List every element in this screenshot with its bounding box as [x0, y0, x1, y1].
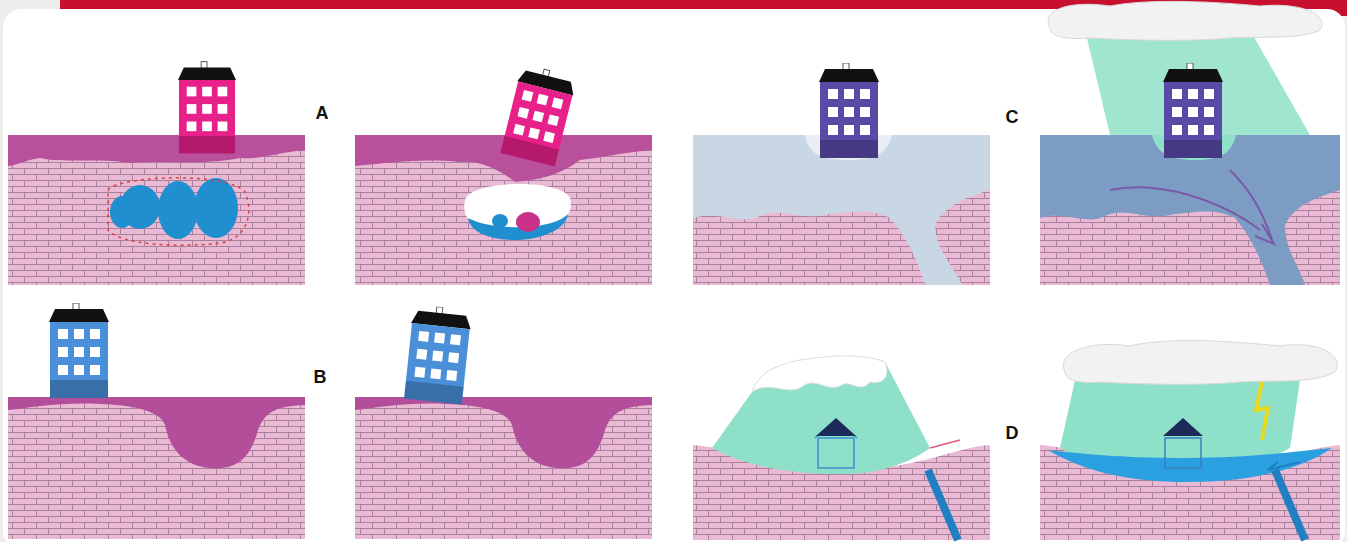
- panel-d-before-path: [928, 470, 958, 540]
- panel-b-after-rect: [355, 397, 652, 539]
- panel-d-after-rect: [1040, 445, 1340, 540]
- panel-b-before-path: [8, 397, 305, 468]
- panel-c-before: [693, 63, 990, 285]
- panel-d-before-path: [816, 418, 856, 436]
- panel-a-after-use: [499, 64, 577, 167]
- panel-b-before-use: [49, 303, 109, 398]
- panel-a-after-ellipse: [516, 212, 540, 232]
- panel-d-before-path: [712, 356, 930, 474]
- panel-b-before-rect: [8, 397, 305, 539]
- panel-d-after: [1040, 341, 1340, 540]
- panel-d-after-g: [1165, 438, 1201, 468]
- frame-rect: [3, 9, 1345, 542]
- panel-letter: C: [1006, 108, 1019, 126]
- panel-d-before: [693, 356, 990, 540]
- panel-a-before-g: [110, 178, 238, 239]
- panel-c-after-path: [1048, 1, 1322, 40]
- panel-d-before-g-rect: [818, 438, 854, 468]
- panel-b-before: [8, 303, 305, 539]
- panel-a-before-g-ellipse: [194, 178, 238, 238]
- panel-c-after-g: [1110, 170, 1274, 244]
- panel-d-after-path: [1275, 470, 1305, 540]
- panel-c-after-use: [1163, 63, 1223, 158]
- panel-c-after: [1040, 1, 1340, 285]
- panel-d-after-path: [1048, 448, 1332, 482]
- panel-b-after-use: [403, 304, 473, 405]
- panel-a-after-ellipse: [492, 214, 508, 228]
- panel-c-after-g-path: [1110, 187, 1260, 230]
- panel-a-before-g-ellipse: [110, 196, 134, 228]
- panel-a-before-g-ellipse: [158, 181, 198, 239]
- panel-d-before-path: [752, 356, 887, 392]
- panel-d-before-path: [930, 440, 960, 448]
- panel-d-after-path: [1163, 418, 1203, 436]
- panel-d-after-path: [1256, 382, 1268, 440]
- panel-c-before-use: [819, 63, 879, 158]
- frame: [3, 0, 1347, 542]
- panel-a-before-rect: [8, 135, 305, 285]
- panel-letter: B: [314, 368, 327, 386]
- panel-a-before-path: [108, 178, 249, 245]
- panel-letter: A: [316, 104, 329, 122]
- panel-a-before: [8, 62, 305, 285]
- panel-b-after-path: [355, 397, 652, 468]
- panel-a-before-path: [8, 135, 305, 166]
- panel-c-after-g-path: [1255, 224, 1274, 244]
- panel-d-after-path: [1063, 341, 1337, 385]
- panel-d-after-g-rect: [1165, 438, 1201, 468]
- panel-b-after: [355, 304, 652, 539]
- panel-a-before-use: [178, 62, 236, 154]
- panel-d-after-path: [1268, 462, 1300, 470]
- panel-a-after: [355, 64, 652, 285]
- panel-letter: D: [1006, 424, 1019, 442]
- panel-a-after-rect: [355, 135, 652, 285]
